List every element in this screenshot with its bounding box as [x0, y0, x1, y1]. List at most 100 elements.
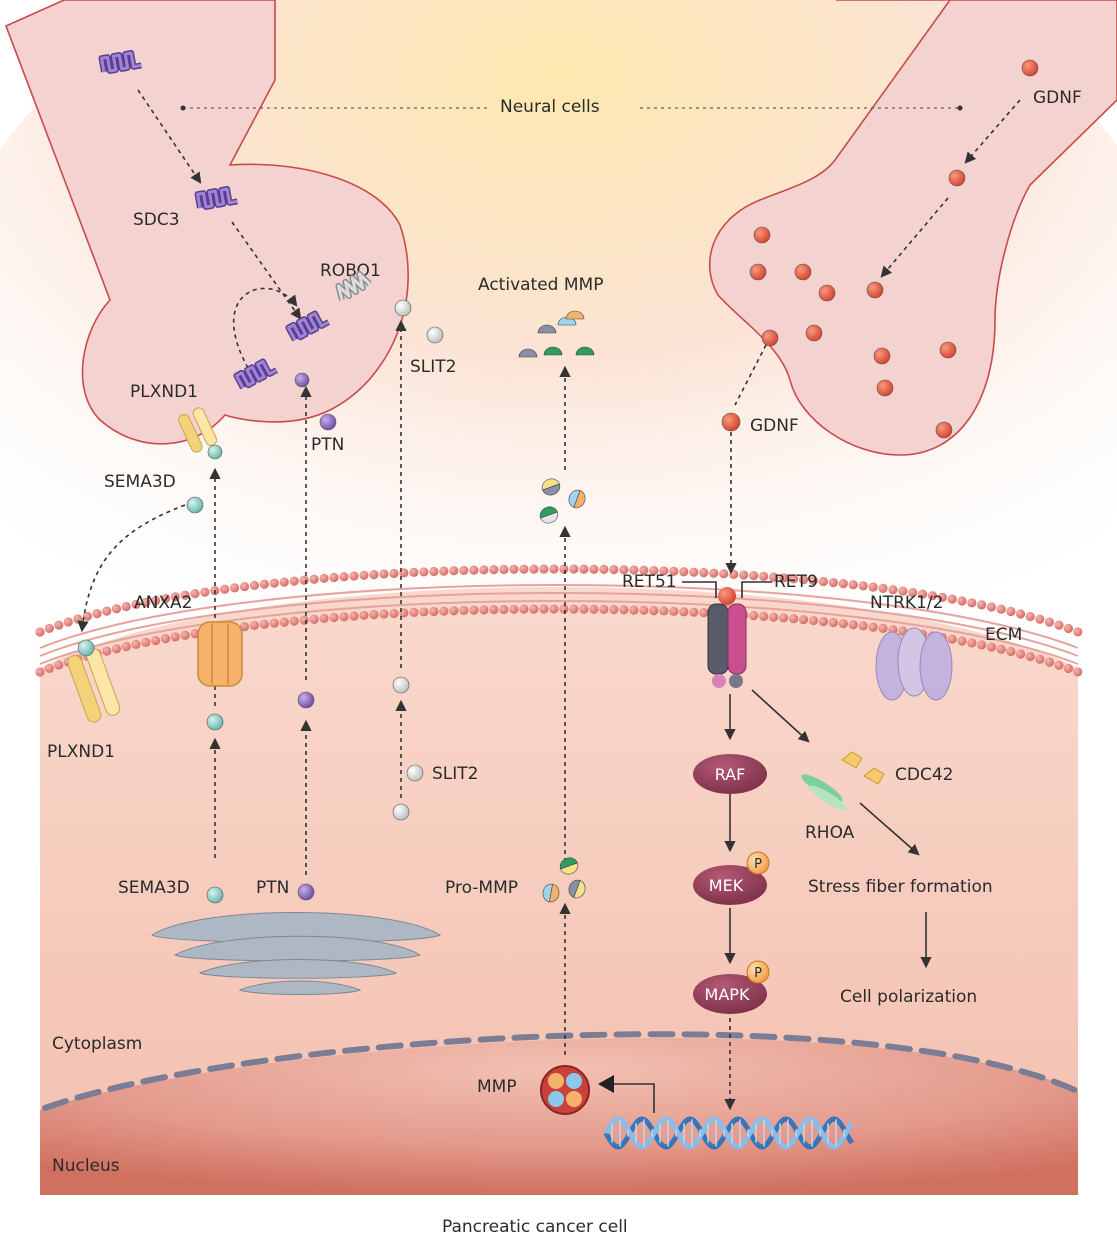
lipid-head [479, 605, 489, 615]
mek-kinase: MEK P [693, 851, 770, 905]
lipid-bilayer [35, 564, 1083, 677]
lipid-head [1063, 623, 1074, 634]
mapk-label: MAPK [705, 985, 750, 1004]
slit2-ligand [426, 326, 444, 344]
ligand-molecules [77, 59, 1039, 904]
sdc3-receptor [233, 358, 278, 390]
mmp-subunit [568, 879, 586, 899]
label-sdc3: SDC3 [133, 210, 180, 230]
lipid-head [947, 634, 957, 644]
lipid-head [798, 615, 809, 625]
lipid-head [769, 612, 779, 622]
label-gdnf-mid: GDNF [750, 416, 799, 436]
label-cell-polarization: Cell polarization [840, 987, 977, 1007]
lipid-head [141, 637, 151, 648]
sema3d-ligand [206, 713, 224, 731]
lipid-head [489, 565, 499, 575]
mmp-fragments [518, 310, 595, 903]
label-mmp: MMP [477, 1077, 517, 1097]
mapk-phospho: P [754, 966, 762, 981]
mmp-subunit [568, 489, 586, 509]
mmp-subunit [575, 346, 595, 356]
lipid-head [868, 622, 878, 632]
lipid-head [131, 599, 141, 610]
lipid-head [200, 587, 210, 597]
lipid-head [249, 580, 260, 591]
label-sema3d-lower: SEMA3D [118, 878, 190, 898]
label-ntrk: NTRK1/2 [870, 593, 943, 613]
lipid-head [1006, 646, 1016, 657]
lipid-head [848, 620, 858, 630]
lipid-head [499, 564, 509, 575]
lipid-head [858, 581, 868, 591]
gdnf-ligand [753, 226, 771, 244]
lipid-head [908, 588, 918, 598]
lipid-head [788, 614, 799, 624]
anxa2-channel [197, 621, 243, 687]
lipid-head [269, 578, 279, 588]
mmp-subunit [565, 310, 585, 320]
lipid-head [848, 580, 858, 590]
lipid-head [54, 620, 64, 630]
lipid-head [111, 604, 122, 614]
lipid-head [180, 590, 190, 600]
slit2-ligand [392, 803, 410, 821]
gdnf-ligand [794, 263, 812, 281]
lipid-head [151, 595, 161, 606]
sdc3-receptor [285, 310, 330, 342]
sema3d-ligand [206, 886, 224, 904]
lipid-head [519, 564, 529, 574]
lipid-head [92, 609, 102, 619]
lipid-head [339, 612, 349, 622]
sema3d-ligand [207, 444, 223, 460]
lipid-head [309, 574, 319, 584]
lipid-head [649, 605, 659, 616]
mmp-subunit [559, 857, 579, 875]
plxnd1-lower-receptor [67, 648, 121, 723]
lipid-head [63, 617, 73, 627]
sdc3-receptors [98, 50, 330, 390]
lipid-head [967, 598, 977, 608]
gdnf-ligand [761, 329, 779, 347]
lipid-head [808, 575, 819, 586]
lipid-head [439, 606, 449, 616]
lipid-head [599, 564, 609, 574]
lipid-head [918, 589, 928, 599]
lipid-head [868, 582, 878, 592]
lipid-head [788, 574, 799, 584]
lipid-head [151, 635, 161, 646]
label-plxnd1-lower: PLXND1 [47, 742, 115, 762]
lipid-head [1015, 609, 1026, 619]
lipid-head [559, 564, 569, 574]
lipid-head [1035, 654, 1045, 664]
lipid-head [509, 564, 519, 574]
label-sema3d-upper: SEMA3D [104, 472, 176, 492]
lipid-head [1044, 617, 1055, 627]
lipid-head [379, 569, 389, 579]
gdnf-ligand [866, 281, 884, 299]
lipid-head [319, 573, 329, 583]
label-gdnf-top: GDNF [1033, 88, 1082, 108]
lipid-head [549, 564, 559, 574]
lipid-head [230, 583, 240, 593]
lipid-head [529, 604, 539, 614]
ntrk-receptor [875, 627, 953, 701]
lipid-head [389, 568, 399, 579]
lipid-head [986, 602, 997, 612]
lipid-head [957, 636, 967, 646]
lipid-head [818, 616, 829, 627]
lipid-head [269, 618, 279, 628]
lipid-head [379, 609, 389, 619]
lipid-head [369, 610, 379, 620]
lipid-head [359, 610, 369, 620]
lipid-head [299, 575, 309, 585]
lipid-head [259, 579, 269, 589]
label-cytoplasm: Cytoplasm [52, 1034, 142, 1054]
gdnf-ligand [818, 284, 836, 302]
lipid-head [828, 617, 838, 628]
lipid-head [409, 607, 419, 617]
lipid-head [349, 571, 359, 581]
lipid-head [309, 614, 319, 624]
mmp-subunit [543, 346, 563, 356]
lipid-head [44, 663, 54, 674]
